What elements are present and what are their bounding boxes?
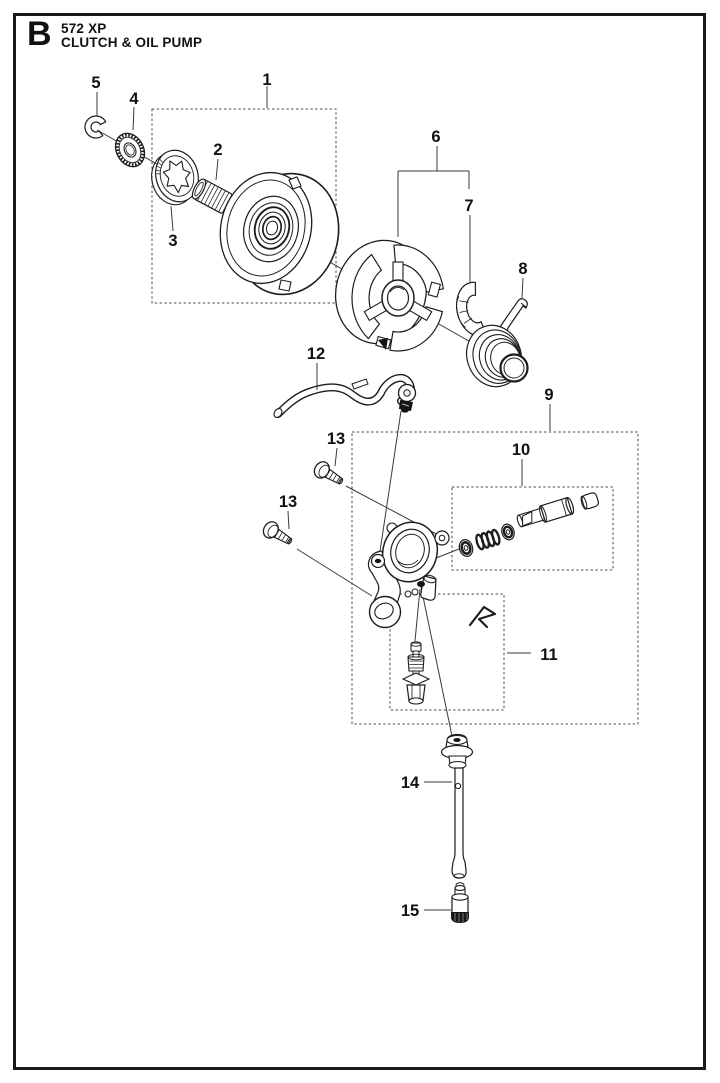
group-box-11 — [389, 593, 505, 711]
callout-5: 5 — [91, 74, 101, 116]
callout-label-12: 12 — [307, 345, 325, 363]
part-retaining-clip — [468, 605, 497, 629]
callout-label-3: 3 — [168, 232, 177, 250]
callout-1: 1 — [262, 71, 272, 108]
callout-label-2: 2 — [213, 141, 222, 159]
page-frame — [13, 13, 706, 1070]
callout-9: 9 — [544, 386, 554, 431]
callout-12: 12 — [307, 345, 325, 390]
part-pickup-tube — [440, 733, 474, 888]
part-oil-filter — [451, 885, 469, 923]
callout-15: 15 — [401, 902, 451, 920]
part-clutch-spring — [456, 281, 487, 337]
part-adjuster-screw — [401, 641, 431, 705]
callout-6: 6 — [397, 128, 470, 237]
diagram-title: CLUTCH & OIL PUMP — [61, 35, 203, 50]
callout-label-15: 15 — [401, 902, 419, 920]
section-letter: B — [27, 15, 52, 53]
model-label: 572 XP — [61, 21, 107, 36]
callout-label-13-upper: 13 — [327, 430, 345, 448]
callout-label-5: 5 — [91, 74, 100, 92]
group-box-10 — [451, 486, 614, 571]
part-screw-lower — [262, 521, 293, 545]
callout-label-8: 8 — [518, 260, 527, 278]
callout-label-6: 6 — [431, 128, 440, 146]
callout-3: 3 — [168, 205, 178, 250]
part-piston-cap — [580, 492, 599, 510]
callout-8: 8 — [518, 260, 528, 299]
callout-7: 7 — [464, 197, 474, 283]
callout-13-lower: 13 — [279, 493, 297, 530]
part-worm-gear — [465, 298, 529, 388]
part-clutch-drum — [219, 171, 340, 296]
callout-label-13-lower: 13 — [279, 493, 297, 511]
part-oil-pump-body — [367, 521, 450, 629]
part-rim-sprocket — [151, 145, 204, 206]
part-washer — [114, 132, 146, 168]
callout-10: 10 — [512, 441, 530, 486]
callout-14: 14 — [401, 774, 452, 792]
part-screw-upper — [313, 461, 344, 485]
callout-label-11: 11 — [540, 646, 557, 664]
part-clutch-assembly — [334, 239, 444, 352]
callout-2: 2 — [213, 141, 223, 181]
callout-label-1: 1 — [262, 71, 271, 89]
callout-13-upper: 13 — [327, 430, 345, 467]
callout-label-4: 4 — [129, 90, 139, 108]
part-piston-kit — [458, 492, 599, 557]
callout-label-10: 10 — [512, 441, 530, 459]
part-oil-hose — [273, 373, 417, 418]
part-pump-spring — [475, 528, 501, 551]
callout-4: 4 — [129, 90, 139, 131]
part-e-clip — [84, 115, 107, 139]
callout-label-14: 14 — [401, 774, 420, 792]
group-box-1 — [151, 108, 337, 304]
group-box-9 — [351, 431, 639, 725]
part-pump-piston — [516, 496, 575, 528]
callout-label-9: 9 — [544, 386, 553, 404]
callout-11: 11 — [507, 646, 558, 664]
callout-label-7: 7 — [464, 197, 473, 215]
